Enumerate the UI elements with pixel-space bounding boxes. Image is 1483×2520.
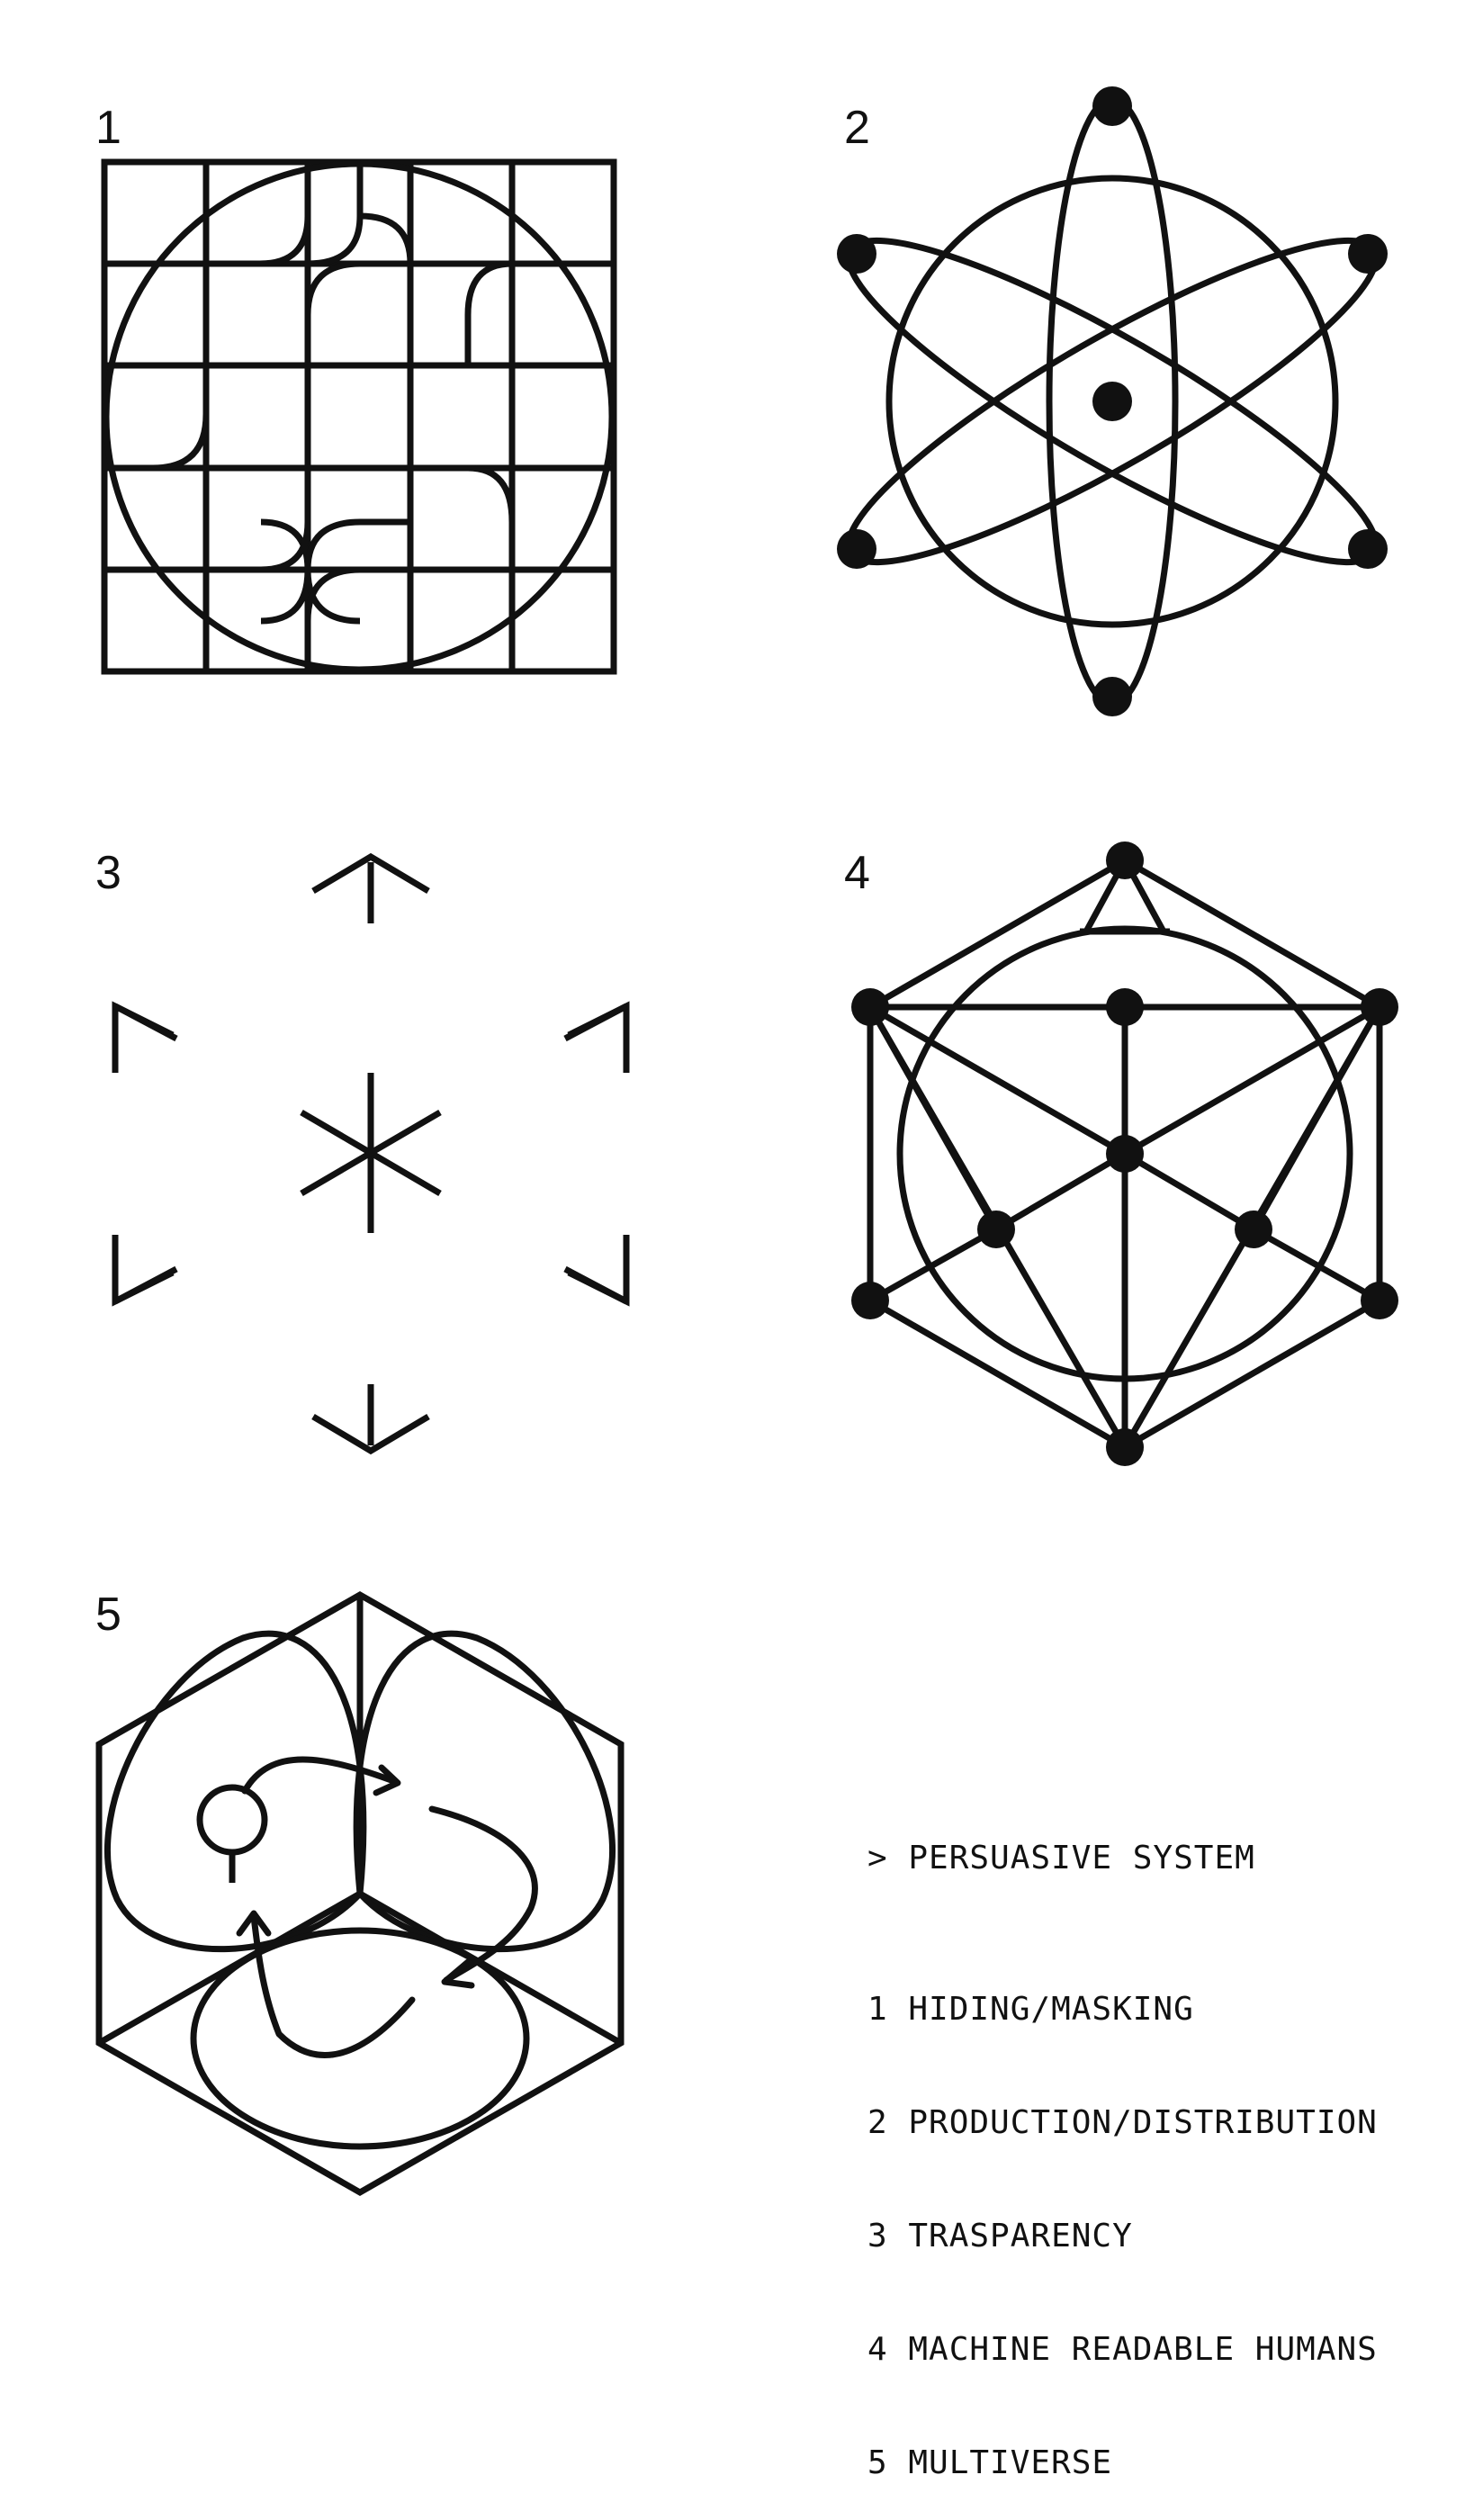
- legend: > PERSUASIVE SYSTEM 1 HIDING/MASKING 2 P…: [867, 1764, 1378, 2520]
- hexagon-loop-arrows-icon: [95, 1590, 625, 2197]
- asterisk-arrows-icon: [112, 852, 630, 1455]
- arrow-upper-right-icon: [563, 1001, 630, 1073]
- legend-item-3: 3 TRASPARENCY: [867, 2218, 1133, 2254]
- cube-edges: [97, 1595, 623, 2047]
- legend-heading: > PERSUASIVE SYSTEM: [867, 1840, 1255, 1876]
- atom-circle: [885, 175, 1339, 628]
- arrow-up-icon: [311, 852, 430, 923]
- electron-dot-lower-left: [837, 529, 876, 569]
- grid-rounded-arcs: [104, 162, 516, 625]
- electron-dot-lower-right: [1348, 529, 1388, 569]
- arrow-upper-left-icon: [112, 1001, 178, 1073]
- nucleus-dot: [1092, 382, 1132, 421]
- center-asterisk-icon: [300, 1073, 442, 1233]
- arrow-down-icon: [311, 1384, 430, 1455]
- network-nodes: [851, 842, 1398, 1466]
- grid-circle-icon: [101, 158, 617, 675]
- electron-dot-top: [1092, 86, 1132, 126]
- figure-number-3: 3: [95, 847, 121, 899]
- start-circle-icon: [196, 1784, 268, 1856]
- legend-item-5: 5 MULTIVERSE: [867, 2444, 1113, 2481]
- legend-item-4: 4 MACHINE READABLE HUMANS: [867, 2331, 1378, 2368]
- loop-hexagon: [95, 1590, 625, 2197]
- atom-orbits-icon: [837, 86, 1388, 716]
- figure-number-4: 4: [844, 847, 870, 899]
- figure-number-1: 1: [95, 102, 121, 154]
- arrow-lower-left-icon: [112, 1235, 178, 1307]
- electron-dot-upper-right: [1348, 234, 1388, 274]
- figure-number-2: 2: [844, 102, 870, 154]
- arrow-lower-right-icon: [563, 1235, 630, 1307]
- loop-paths: [196, 1756, 538, 2058]
- electron-dot-bottom: [1092, 677, 1132, 716]
- electron-dot-upper-left: [837, 234, 876, 274]
- legend-item-1: 1 HIDING/MASKING: [867, 1991, 1194, 2028]
- legend-item-2: 2 PRODUCTION/DISTRIBUTION: [867, 2104, 1378, 2141]
- hexagon-network-icon: [851, 842, 1398, 1466]
- figure-number-5: 5: [95, 1588, 121, 1641]
